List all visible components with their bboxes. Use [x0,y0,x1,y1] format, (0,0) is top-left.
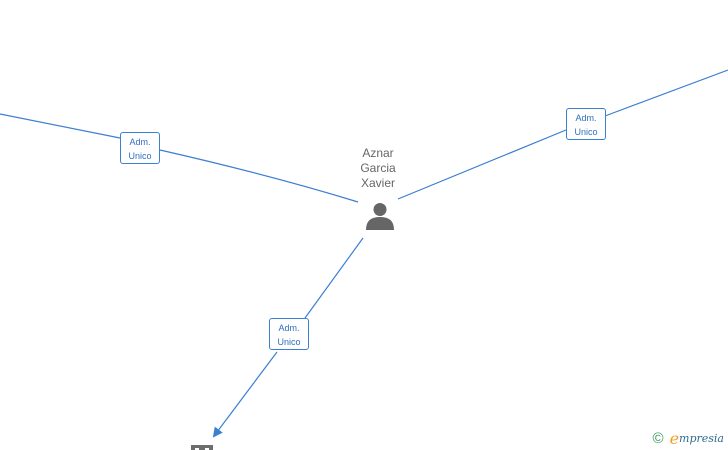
role-label-bottom[interactable]: Adm. Unico [269,318,309,350]
role-label-left-line2: Unico [128,151,152,161]
person-name-line3: Xavier [360,176,395,190]
brand-e-letter: e [669,428,680,448]
role-label-right[interactable]: Adm. Unico [566,108,606,140]
person-icon[interactable] [365,201,395,231]
role-label-bottom-line1: Adm. [278,323,300,333]
person-name-line1: Aznar [362,146,394,160]
brand-name-rest: mpresia [679,431,724,445]
edge-left [0,113,359,203]
role-label-bottom-line2: Unico [277,337,301,347]
edge-bottom-top [304,237,364,319]
role-label-left[interactable]: Adm. Unico [120,132,160,164]
company-icon[interactable] [190,443,214,450]
role-label-right-line1: Adm. [575,113,597,123]
role-label-right-line2: Unico [574,127,598,137]
role-label-left-line1: Adm. [129,137,151,147]
edge-right [397,69,728,200]
copyright-icon: © [652,429,664,447]
person-name[interactable]: Aznar Garcia Xavier [340,146,416,191]
person-name-line2: Garcia [360,161,396,175]
edge-bottom-arrow [212,351,278,438]
empresia-logo: © e mpresia [652,428,725,448]
